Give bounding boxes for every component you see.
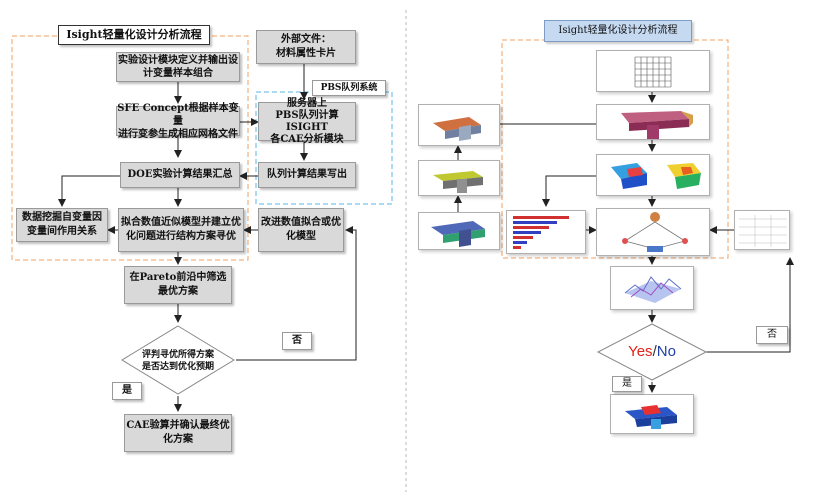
pbs-label: PBS队列系统 bbox=[312, 80, 386, 96]
right-decision-text: Yes/No bbox=[614, 342, 690, 362]
decision-yes: Yes bbox=[628, 343, 653, 360]
beam-model-graphic bbox=[621, 111, 693, 139]
server-box: 服务器上 PBS队列计算ISIGHT 各CAE分析模块 bbox=[258, 98, 356, 145]
doe-grid-image bbox=[596, 50, 710, 92]
datamining-bars-image bbox=[506, 210, 586, 254]
sfe-box: SFE Concept根据样本变量 进行变参生成相应网格文件 bbox=[116, 102, 240, 140]
model-variant-3-graphic bbox=[431, 221, 485, 247]
cae-verify-box: CAE验算并确认最终优 化方案 bbox=[124, 414, 232, 452]
external-file-line1: 外部文件： bbox=[281, 34, 331, 45]
datamining-box: 数据挖掘自变量因 变量间作用关系 bbox=[16, 208, 108, 242]
left-yes-label: 是 bbox=[112, 382, 142, 400]
final-contour-graphic bbox=[625, 405, 677, 429]
doe-grid-graphic bbox=[634, 56, 672, 88]
left-decision-diamond bbox=[121, 325, 235, 395]
model-variant-3-image bbox=[418, 212, 500, 250]
model-variant-2-image bbox=[418, 160, 500, 196]
pareto-box: 在Pareto前沿中筛选 最优方案 bbox=[124, 266, 232, 304]
response-surface-image bbox=[610, 266, 694, 310]
left-dashed-region bbox=[11, 35, 249, 261]
doe-define-box: 实验设计模块定义并输出设 计变量样本组合 bbox=[116, 52, 240, 82]
isight-workflow-image bbox=[596, 208, 710, 256]
table-graphic bbox=[739, 215, 787, 247]
doe-summary-box: DOE实验计算结果汇总 bbox=[120, 162, 240, 188]
decision-no: No bbox=[656, 343, 676, 360]
left-title: Isight轻量化设计分析流程 bbox=[58, 25, 210, 45]
decision-sep: / bbox=[652, 343, 657, 360]
final-design-image bbox=[610, 394, 694, 434]
model-variant-1-graphic bbox=[433, 117, 481, 141]
right-no-label: 否 bbox=[756, 326, 788, 344]
right-yes-label: 是 bbox=[612, 376, 642, 392]
model-variant-2-graphic bbox=[433, 171, 483, 193]
cae-results-image bbox=[596, 154, 710, 196]
improve-model-box: 改进数值拟合或优 化模型 bbox=[258, 208, 344, 252]
queue-output-box: 队列计算结果写出 bbox=[258, 162, 356, 188]
effects-bar-graphic bbox=[513, 216, 569, 249]
external-file-line2: 材料属性卡片 bbox=[276, 48, 336, 59]
workflow-graphic bbox=[622, 212, 688, 252]
external-file-box: 外部文件： 材料属性卡片 bbox=[256, 30, 356, 64]
left-no-label: 否 bbox=[282, 332, 312, 350]
decision-text: 评判寻优所得方案 是否达到优化预期 bbox=[141, 350, 214, 372]
right-title: Isight轻量化设计分析流程 bbox=[544, 20, 692, 42]
sfe-model-image bbox=[596, 104, 710, 140]
fit-optimize-box: 拟合数值近似模型并建立优 化问题进行结构方案寻优 bbox=[118, 208, 244, 252]
surface-plot-graphic bbox=[624, 276, 682, 303]
stress-contour-graphic bbox=[611, 163, 701, 189]
optimization-table-image bbox=[734, 210, 790, 250]
model-variant-1-image bbox=[418, 104, 500, 146]
right-decision-diamond bbox=[596, 323, 708, 381]
